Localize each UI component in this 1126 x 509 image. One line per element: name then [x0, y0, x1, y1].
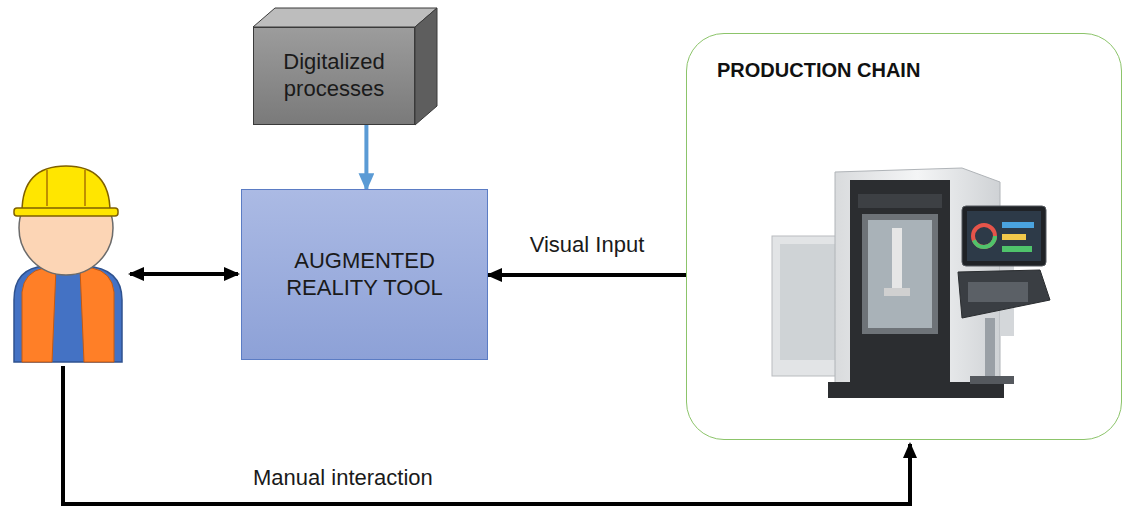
connector-arrow: [364, 125, 368, 189]
node-text: PRODUCTION CHAIN: [717, 58, 1091, 82]
tool-box: AUGMENTED REALITY TOOL: [241, 189, 488, 360]
manual-interaction-line: [63, 366, 910, 504]
cube-top-face: [253, 8, 437, 27]
cube-side-face: [415, 8, 437, 125]
node-text: Digitalized processes: [264, 49, 404, 103]
worker-figure: [14, 166, 122, 362]
connector-arrow: [488, 273, 686, 277]
process-cube: Digitalized processes: [253, 27, 415, 125]
production-region: PRODUCTION CHAIN: [686, 33, 1122, 440]
edge-label: Visual Input: [527, 232, 648, 258]
machine-illustration: [772, 168, 1050, 398]
line-label: Manual interaction: [250, 465, 436, 491]
worker-tool-arrow: [130, 272, 238, 276]
node-text: AUGMENTED REALITY TOOL: [265, 248, 465, 302]
